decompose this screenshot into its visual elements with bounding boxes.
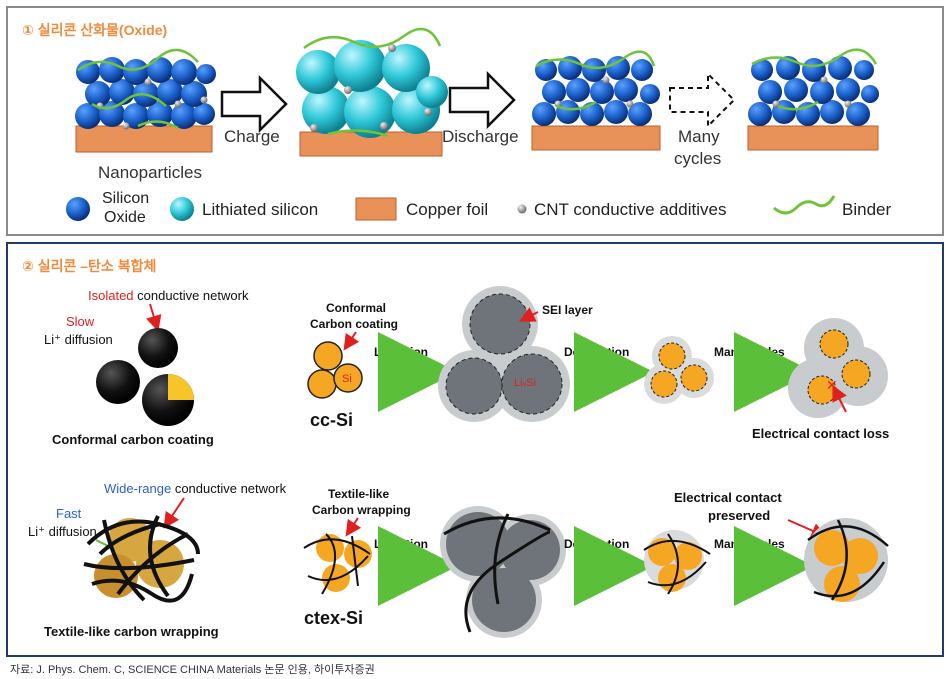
si-label: Si [342, 373, 352, 385]
cycles-label: cycles [674, 149, 721, 168]
many-label: Many [678, 127, 720, 146]
lithiated-cluster [296, 27, 448, 157]
fast-label: Fast [56, 506, 82, 521]
delithiation-bottom: Delithiation [564, 537, 629, 551]
legend-oxide: Oxide [104, 209, 146, 226]
discharge-arrow: Discharge [442, 70, 519, 146]
conformal-label-1: Conformal [326, 301, 386, 315]
lithiation-bottom: Lithiation [374, 537, 428, 551]
cycled-cluster [747, 48, 879, 151]
copper-foil-3 [531, 125, 661, 151]
contact-loss-label: Electrical contact loss [752, 426, 889, 441]
many-cycles-arrow: Many cycles [669, 71, 736, 168]
discharge-label: Discharge [442, 127, 519, 146]
cycled-cc-si: ✕ [788, 318, 888, 418]
panel1-title: ① 실리콘 산화물(Oxide) [22, 22, 168, 38]
ctex-si-particles [303, 533, 372, 595]
preserved-label-1: Electrical contact [674, 490, 782, 505]
lithiated-legend-marker [170, 197, 194, 221]
copper-legend-marker [355, 197, 397, 221]
lithiated-ctex-si [440, 506, 566, 638]
nanoparticles-label: Nanoparticles [98, 163, 202, 182]
li-diffusion-top: Li⁺ diffusion [44, 332, 113, 347]
svg-text:✕: ✕ [826, 377, 838, 393]
cnt-legend-marker [517, 204, 527, 214]
legend-lithiated: Lithiated silicon [202, 200, 318, 219]
silicon-carbon-diagram: Isolated conductive network Slow Li⁺ dif… [28, 286, 889, 639]
many-cycles-bottom: Many cycles [714, 537, 785, 551]
many-cycles-top: Many cycles [714, 345, 785, 359]
textile-caption: Textile-like carbon wrapping [44, 624, 219, 639]
legend-silicon: Silicon [102, 190, 149, 207]
conformal-coating-row: Isolated conductive network Slow Li⁺ dif… [44, 286, 889, 447]
binder-legend-marker [773, 195, 836, 215]
textile-label-1: Textile-like [328, 487, 389, 501]
li-diffusion-bottom: Li⁺ diffusion [28, 524, 97, 539]
lithiated-cc-si: LiₓSi [438, 286, 570, 422]
copper-foil-1 [75, 125, 213, 153]
silicon-carbon-panel: ② 실리콘 –탄소 복합체 Isolated conductive networ… [6, 242, 944, 657]
delithiated-ctex-si [643, 530, 711, 595]
delithiated-cc-si [644, 336, 714, 404]
preserved-label-2: preserved [708, 508, 770, 523]
textile-cluster [83, 515, 200, 603]
panel2-title: ② 실리콘 –탄소 복합체 [22, 258, 157, 274]
legend: Silicon Oxide Lithiated silicon Copper f… [66, 190, 891, 226]
legend-cnt: CNT conductive additives [534, 200, 726, 219]
conformal-caption: Conformal carbon coating [52, 432, 214, 447]
cc-si-label: cc-Si [310, 410, 353, 430]
lisi-label: LiₓSi [514, 377, 536, 389]
delithiation-top: Delithiation [564, 345, 629, 359]
textile-label-2: Carbon wrapping [312, 503, 411, 517]
legend-binder: Binder [842, 200, 891, 219]
source-note: 자료: J. Phys. Chem. C, SCIENCE CHINA Mate… [10, 664, 375, 676]
nanoparticle-cluster-1 [75, 48, 216, 153]
ctex-si-label: ctex-Si [304, 608, 363, 628]
isolated-network-label: Isolated conductive network [88, 288, 249, 303]
lithiation-top: Lithiation [374, 345, 428, 359]
wide-network-label: Wide-range conductive network [104, 481, 287, 496]
cycled-ctex-si [804, 518, 889, 602]
sei-label: SEI layer [542, 303, 593, 317]
silicon-oxide-diagram: Nanoparticles Charge Discharge [66, 27, 891, 226]
charge-label: Charge [224, 127, 280, 146]
copper-foil-4 [747, 125, 879, 151]
legend-copper: Copper foil [406, 200, 488, 219]
discharged-cluster [531, 50, 661, 151]
silicon-legend-marker [66, 197, 90, 221]
charge-arrow: Charge [220, 74, 288, 146]
conformal-label-2: Carbon coating [310, 317, 398, 331]
silicon-oxide-panel: ① 실리콘 산화물(Oxide) Nan [6, 6, 944, 236]
slow-label: Slow [66, 314, 95, 329]
textile-wrapping-row: Wide-range conductive network Fast Li⁺ d… [28, 481, 889, 639]
